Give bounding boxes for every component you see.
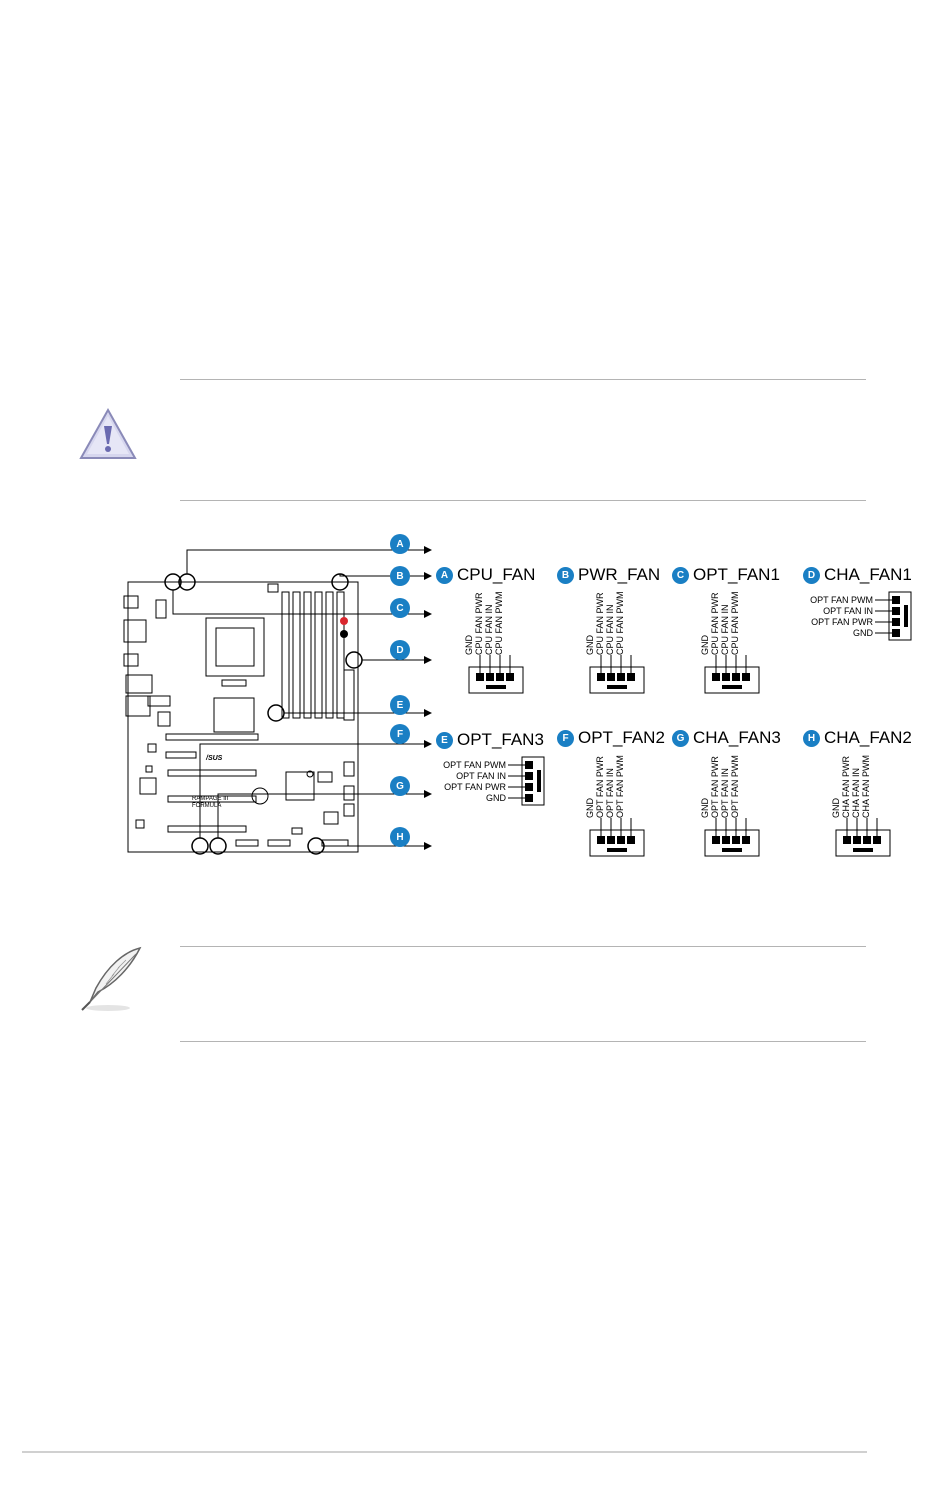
- connector-badge-a: A: [436, 566, 453, 584]
- board-brand-text: /SUS: [206, 755, 223, 762]
- fan-header-diagram: [875, 591, 912, 641]
- connector-badge-e: E: [436, 731, 453, 749]
- connector-badge-g: G: [672, 729, 689, 747]
- connector-badge-b: B: [557, 566, 574, 584]
- callout-badge-h: H: [390, 827, 410, 847]
- callout-badge-g: G: [390, 776, 410, 796]
- fan-header-diagram: [589, 655, 645, 694]
- connector-badge-f: F: [557, 729, 574, 747]
- motherboard-layout: /SUS RAMPAGE III FORMULA: [118, 530, 440, 870]
- warning-triangle-icon: [78, 406, 138, 462]
- pin-label: OPT FAN PWM: [443, 760, 506, 770]
- callout-badge-e: E: [390, 695, 410, 715]
- pin-label: OPT FAN IN: [823, 606, 873, 616]
- connector-badge-d: D: [803, 566, 820, 584]
- connector-name: CHA_FAN1: [824, 565, 912, 584]
- pin-label: OPT FAN IN: [456, 771, 506, 781]
- connector-name: CHA_FAN2: [824, 728, 912, 747]
- connector-name: OPT_FAN3: [457, 730, 544, 749]
- connector-badge-h: H: [803, 729, 820, 747]
- caution-top-rule: [180, 379, 866, 380]
- callout-badge-c: C: [390, 598, 410, 618]
- pin-label: OPT FAN PWM: [810, 595, 873, 605]
- callout-badge-a: A: [390, 534, 410, 554]
- fan-header-diagram: [704, 818, 760, 857]
- connector-name: CPU_FAN: [457, 565, 536, 584]
- connector-name: PWR_FAN: [578, 565, 661, 584]
- connector-name: CHA_FAN3: [693, 728, 781, 747]
- fan-header-diagram: [508, 756, 545, 806]
- pin-label: GND: [486, 793, 506, 803]
- note-bottom-rule: [180, 1041, 866, 1042]
- callout-badge-f: F: [390, 724, 410, 744]
- fan-header-diagram: [468, 655, 524, 694]
- pin-label: OPT FAN PWR: [444, 782, 506, 792]
- caution-bottom-rule: [180, 500, 866, 501]
- footer-rule: [22, 1451, 867, 1453]
- note-top-rule: [180, 946, 866, 947]
- connector-name: OPT_FAN1: [693, 565, 780, 584]
- fan-header-diagram: [704, 655, 760, 694]
- board-model-line1: RAMPAGE III: [192, 796, 229, 802]
- callout-badge-b: B: [390, 566, 410, 586]
- board-model-line2: FORMULA: [192, 803, 222, 809]
- fan-header-diagram: [589, 818, 645, 857]
- connector-name: OPT_FAN2: [578, 728, 665, 747]
- callout-badge-d: D: [390, 640, 410, 660]
- connector-badge-c: C: [672, 566, 689, 584]
- pin-label: OPT FAN PWR: [811, 617, 873, 627]
- pin-label: GND: [853, 628, 873, 638]
- quill-pen-icon: [74, 944, 146, 1016]
- fan-header-diagram: [835, 818, 891, 857]
